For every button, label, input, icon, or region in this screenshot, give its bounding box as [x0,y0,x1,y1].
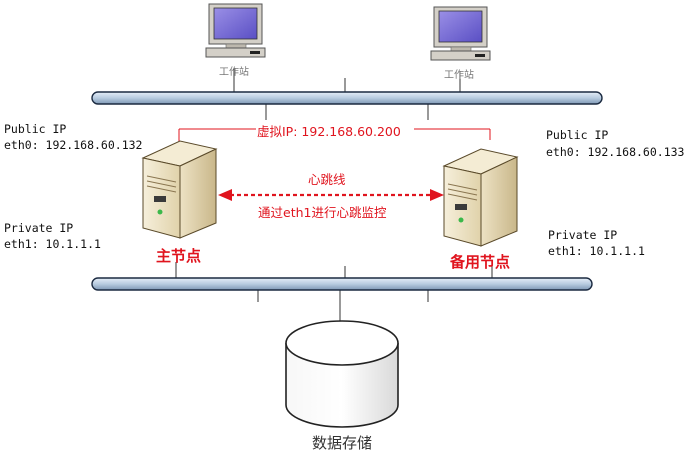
primary-private-ip-value: eth1: 10.1.1.1 [4,237,101,251]
standby-public-ip-value: eth0: 192.168.60.133 [546,145,685,159]
workstation-label: 工作站 [444,70,474,81]
standby-public-ip-title: Public IP [546,128,609,142]
server-icon [141,140,218,239]
heartbeat-title: 心跳线 [308,172,346,187]
storage-cylinder-icon [285,320,399,428]
workstation-icon [430,6,491,61]
primary-node-label: 主节点 [156,247,202,265]
virtual-ip-label: 虚拟IP: 192.168.60.200 [257,124,401,139]
standby-private-ip-value: eth1: 10.1.1.1 [548,244,645,258]
private-network-bus [91,277,593,291]
standby-node-label: 备用节点 [450,253,511,271]
public-bus-drops [178,68,491,160]
heartbeat-line [218,189,444,201]
workstation-label: 工作站 [219,67,249,78]
primary-private-ip-title: Private IP [4,221,74,235]
workstation-icon [205,3,266,58]
standby-private-ip-title: Private IP [548,228,618,242]
heartbeat-subtitle: 通过eth1进行心跳监控 [258,205,387,220]
private-bus-drops [175,262,493,322]
public-network-bus [91,91,603,105]
storage-label: 数据存储 [312,434,373,452]
server-icon [442,148,519,247]
primary-public-ip-value: eth0: 192.168.60.132 [4,138,143,152]
primary-public-ip-title: Public IP [4,122,67,136]
